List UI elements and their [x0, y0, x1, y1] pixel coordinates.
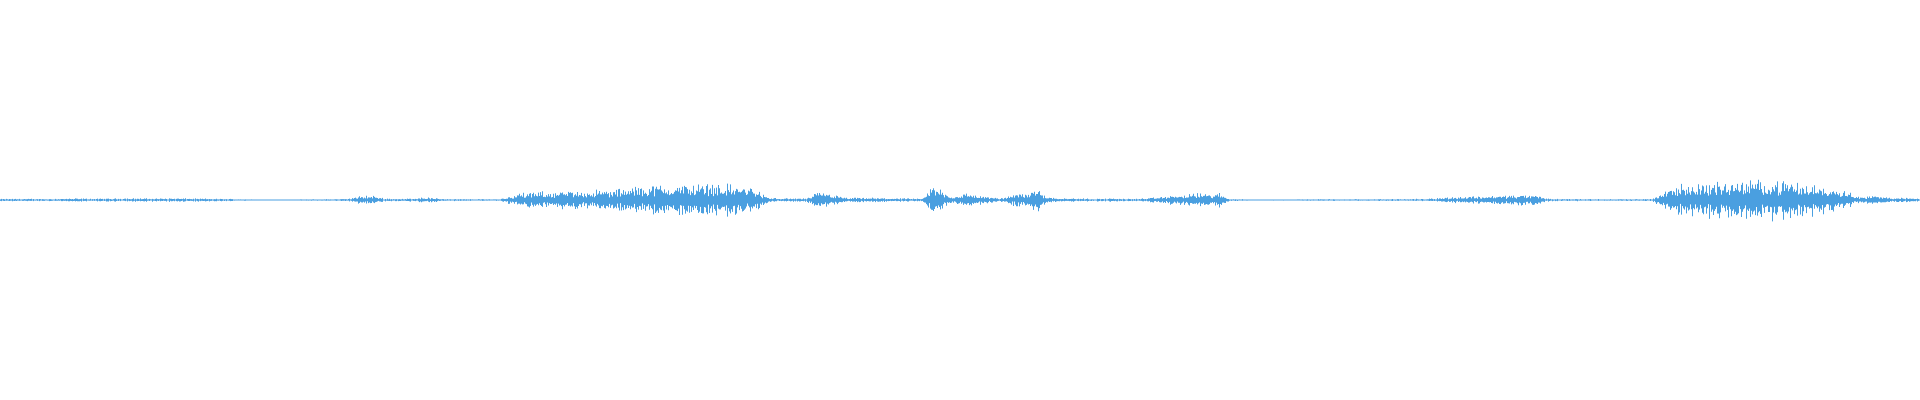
waveform-series	[0, 179, 1920, 222]
waveform-layer	[0, 179, 1920, 222]
